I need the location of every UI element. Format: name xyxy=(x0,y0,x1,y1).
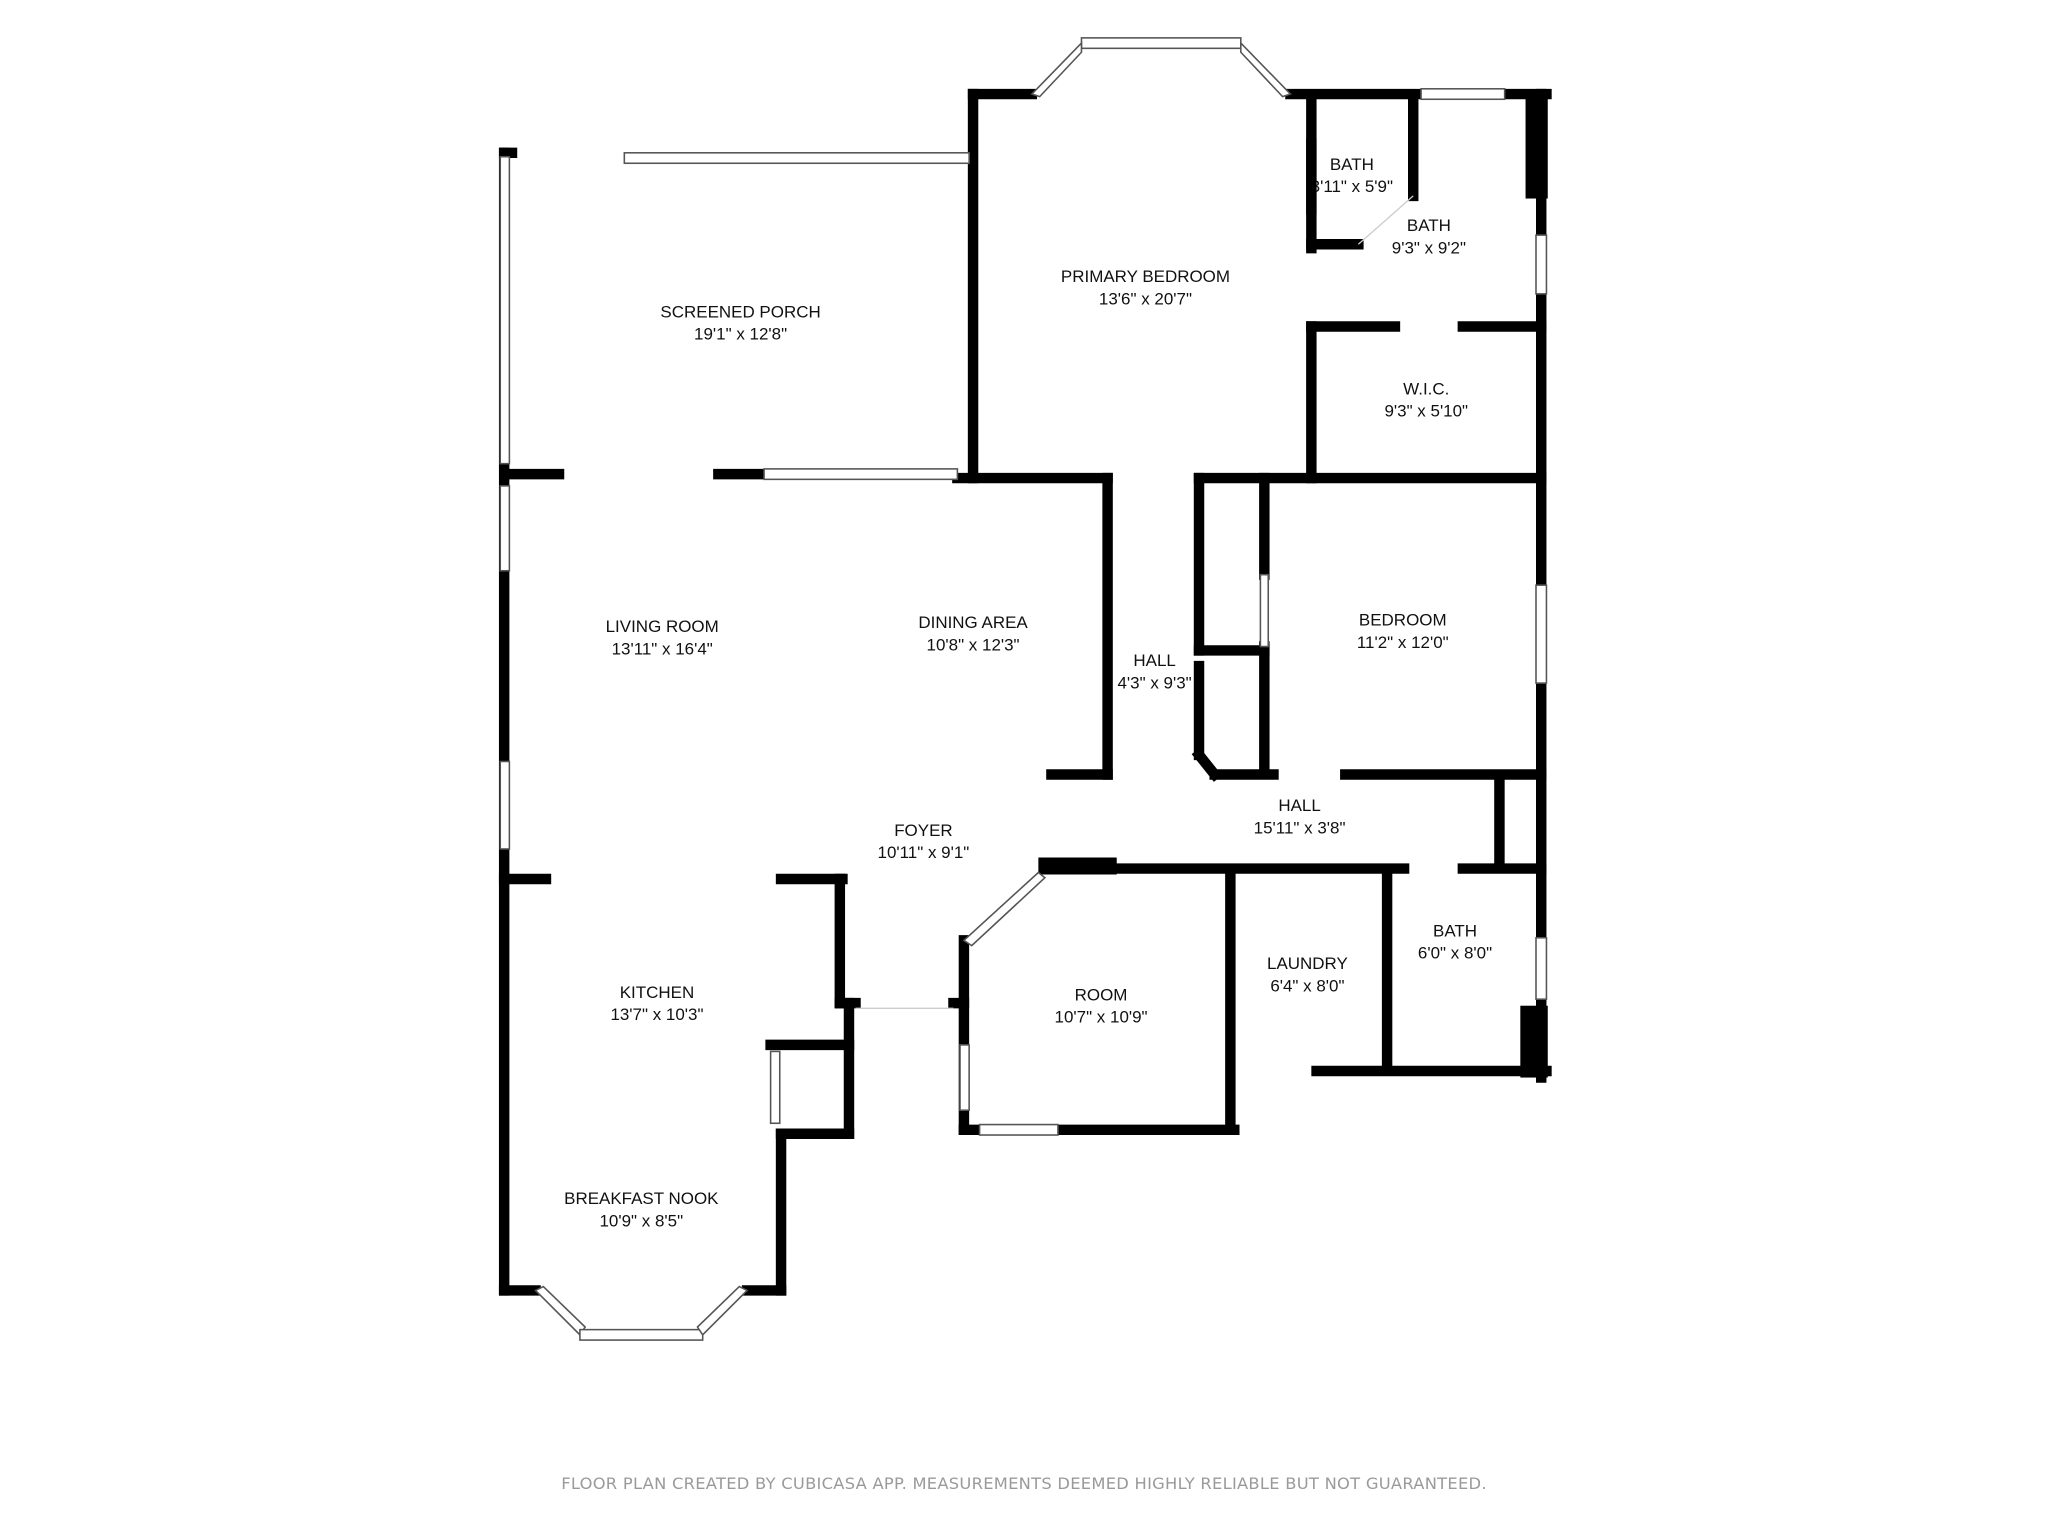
room-size: 6'4" x 8'0" xyxy=(1270,976,1344,995)
room-size: 13'7" x 10'3" xyxy=(610,1005,703,1024)
room-name: PRIMARY BEDROOM xyxy=(1061,267,1230,286)
room-size: 13'11" x 16'4" xyxy=(612,639,713,658)
windows xyxy=(499,37,1548,1341)
room-name: BATH xyxy=(1433,921,1477,940)
room-size: 11'2" x 12'0" xyxy=(1357,633,1449,652)
room-size: 9'3" x 9'2" xyxy=(1392,238,1466,257)
room-name: BREAKFAST NOOK xyxy=(564,1189,719,1208)
room-name: BEDROOM xyxy=(1359,611,1447,630)
room-name: HALL xyxy=(1133,651,1175,670)
room-size: 13'6" x 20'7" xyxy=(1099,289,1192,308)
room-size: 10'9" x 8'5" xyxy=(599,1211,683,1230)
room-name: DINING AREA xyxy=(918,613,1028,632)
room-name: HALL xyxy=(1278,796,1320,815)
room-size: 6'0" x 8'0" xyxy=(1418,944,1492,963)
room-name: ROOM xyxy=(1075,985,1128,1004)
room-name: KITCHEN xyxy=(620,983,694,1002)
room-name: SCREENED PORCH xyxy=(660,302,820,321)
room-size: 4'3" x 9'3" xyxy=(1118,673,1192,692)
room-name: BATH xyxy=(1330,155,1374,174)
room-size: 10'7" x 10'9" xyxy=(1055,1008,1148,1027)
room-size: 15'11" x 3'8" xyxy=(1254,818,1346,837)
room-name: FOYER xyxy=(894,821,952,840)
room-size: 10'11" x 9'1" xyxy=(878,843,970,862)
room-size: 10'8" x 12'3" xyxy=(927,635,1020,654)
walls xyxy=(498,88,1552,1296)
room-size: 19'1" x 12'8" xyxy=(694,325,787,344)
room-name: LIVING ROOM xyxy=(606,617,719,636)
room-name: BATH xyxy=(1407,216,1451,235)
disclaimer-footer: FLOOR PLAN CREATED BY CUBICASA APP. MEAS… xyxy=(561,1474,1487,1493)
room-name: W.I.C. xyxy=(1403,379,1449,398)
room-name: LAUNDRY xyxy=(1267,954,1348,973)
room-labels: SCREENED PORCH 19'1" x 12'8" PRIMARY BED… xyxy=(564,155,1492,1231)
room-size: 9'3" x 5'10" xyxy=(1384,402,1468,421)
room-size: 3'11" x 5'9" xyxy=(1311,177,1393,196)
